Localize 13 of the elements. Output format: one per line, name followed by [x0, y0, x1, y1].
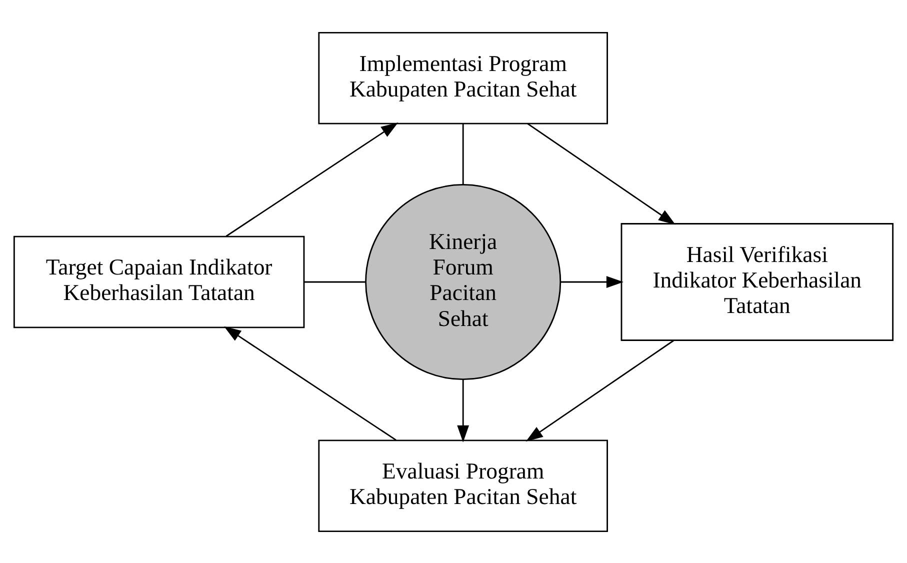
arrow — [457, 379, 470, 442]
connector — [304, 280, 366, 282]
arrow — [527, 122, 676, 224]
arrow — [560, 276, 624, 288]
arrow — [224, 326, 396, 440]
connector — [462, 123, 464, 184]
node-box: Target Capaian Indikator Keberhasilan Tatatan — [13, 235, 305, 328]
arrow — [226, 122, 398, 236]
node-box: Evaluasi Program Kabupaten Pacitan Sehat — [318, 439, 608, 532]
arrow — [526, 339, 674, 442]
node-box: Implementasi Program Kabupaten Pacitan Sehat — [318, 31, 608, 124]
node-circle: Kinerja Forum Pacitan Sehat — [365, 183, 562, 380]
node-box: Hasil Verifikasi Indikator Keberhasilan Tatatan — [620, 222, 894, 340]
